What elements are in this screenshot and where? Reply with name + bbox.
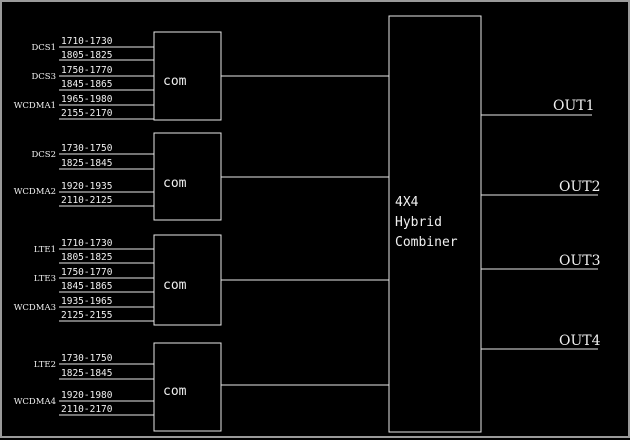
com-group-1: com DCS1 1710-1730 1805-1825 DCS3 1750-1… [14, 31, 389, 121]
band-range: 1920-1980 [61, 390, 113, 401]
band-range: 2110-2170 [61, 404, 113, 415]
output-label-1: OUT1 [553, 98, 595, 114]
combiner-label-line-3: Combiner [395, 235, 458, 250]
output-label-4: OUT4 [559, 333, 601, 349]
com-group-2: com DCS2 1730-1750 1825-1845 WCDMA2 1920… [14, 132, 389, 221]
output-label-3: OUT3 [559, 253, 601, 269]
outputs: OUT1 OUT2 OUT3 OUT4 [481, 98, 601, 350]
com-label-3: com [163, 278, 187, 293]
com-label-2: com [163, 176, 187, 191]
com-box-2 [153, 132, 222, 221]
band-range: 1845-1865 [61, 79, 112, 90]
com-box-4 [153, 342, 222, 432]
band-range: 1750-1770 [61, 65, 113, 76]
band-range: 2110-2125 [61, 195, 112, 206]
signal-name: DCS2 [31, 150, 56, 160]
com-group-4: com LTE2 1730-1750 1825-1845 WCDMA4 1920… [14, 342, 389, 432]
hybrid-combiner-box [388, 15, 482, 433]
com-box-3 [153, 234, 222, 326]
band-range: 1730-1750 [61, 353, 113, 364]
signal-name: DCS3 [31, 72, 56, 82]
band-range: 1845-1865 [61, 281, 112, 292]
band-range: 1825-1845 [61, 368, 112, 379]
signal-name: LTE1 [34, 245, 56, 255]
band-range: 2155-2170 [61, 108, 113, 119]
band-range: 1920-1935 [61, 181, 112, 192]
signal-name: WCDMA3 [14, 303, 56, 313]
band-range: 1805-1825 [61, 252, 112, 263]
combiner-label-line-1: 4X4 [395, 195, 419, 210]
com-label-4: com [163, 384, 187, 399]
signal-name: WCDMA1 [14, 101, 56, 111]
band-range: 1750-1770 [61, 267, 113, 278]
combiner-label-line-2: Hybrid [395, 215, 442, 230]
band-range: 1710-1730 [61, 238, 113, 249]
signal-name: WCDMA4 [14, 397, 56, 407]
band-range: 1730-1750 [61, 143, 113, 154]
band-range: 1965-1980 [61, 94, 113, 105]
signal-name: LTE3 [34, 274, 56, 284]
signal-name: LTE2 [34, 360, 56, 370]
band-range: 1825-1845 [61, 158, 112, 169]
com-box-1 [153, 31, 222, 121]
output-label-2: OUT2 [559, 179, 601, 195]
signal-name: WCDMA2 [14, 187, 56, 197]
band-range: 1935-1965 [61, 296, 112, 307]
signal-name: DCS1 [31, 43, 56, 53]
com-label-1: com [163, 74, 187, 89]
com-group-3: com LTE1 1710-1730 1805-1825 LTE3 1750-1… [14, 234, 389, 326]
band-range: 1805-1825 [61, 50, 112, 61]
band-range: 2125-2155 [61, 310, 112, 321]
band-range: 1710-1730 [61, 36, 113, 47]
